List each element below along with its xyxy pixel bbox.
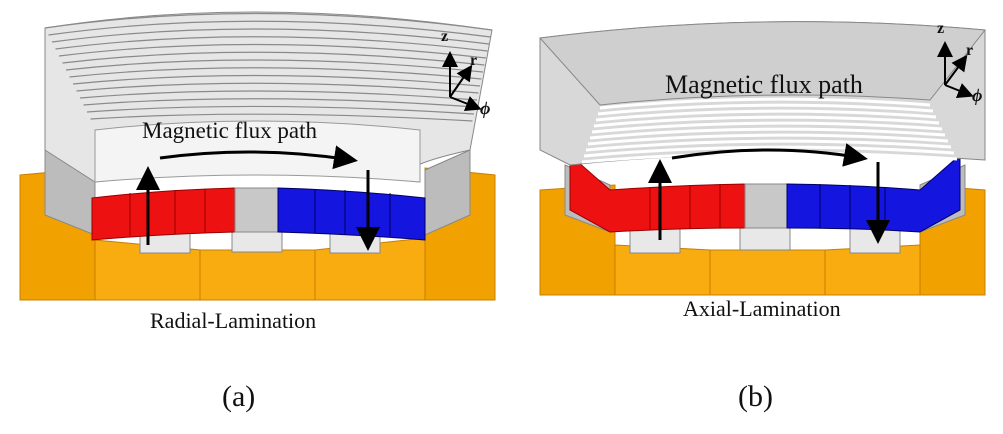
lamination-sheet-edge — [589, 127, 946, 140]
lamination-sheet-edge — [58, 43, 487, 59]
lamination-sheet-edge — [62, 51, 485, 66]
axis-z-label: z — [937, 20, 945, 37]
coordinate-axes-icon — [442, 51, 482, 112]
lamination-sheet-edge — [595, 109, 937, 122]
flux-arrows — [648, 143, 890, 244]
panel-b-caption: (b) — [738, 380, 773, 413]
panel-a-diagram — [19, 11, 496, 301]
magnet-array — [91, 187, 426, 241]
lamination-sheet-edge — [51, 28, 490, 45]
axis-phi-label: ϕ — [972, 85, 983, 105]
lamination-sheet-edge — [76, 82, 479, 94]
panel-a-title: Radial-Lamination — [150, 308, 317, 333]
axis-r-label: r — [966, 42, 974, 59]
lamination-sheet-edge — [55, 36, 488, 52]
lamination-sheets — [581, 97, 958, 164]
lamination-sheet-edge — [83, 98, 476, 108]
lamination-sheet-edge — [72, 74, 481, 87]
lamination-sheet-edge — [583, 145, 955, 158]
lamination-sheet-edge — [44, 12, 493, 31]
panel-b-title: Axial-Lamination — [683, 296, 841, 321]
axis-r-label: r — [470, 52, 478, 69]
flux-label-a: Magnetic flux path — [142, 118, 318, 143]
lamination-sheet-edge — [65, 59, 484, 73]
panel-a-caption: (a) — [222, 380, 256, 413]
lamination-sheet-edge — [593, 115, 940, 128]
lamination-sheet-edge — [597, 103, 934, 116]
axial-laminated-core — [538, 21, 986, 166]
panel-b-diagram — [538, 21, 986, 296]
core-top-face — [538, 21, 986, 106]
lamination-sheet-edge — [86, 105, 475, 115]
magnet-array — [569, 153, 961, 233]
coordinate-axes-icon — [937, 41, 974, 98]
flux-arrows — [136, 145, 380, 251]
radial-laminated-core — [44, 11, 493, 183]
lamination-sheet-edge — [48, 20, 491, 38]
lamination-sheet-edge — [581, 151, 958, 164]
lamination-sheet-edge — [79, 90, 478, 101]
lamination-sheets — [44, 12, 493, 122]
lamination-sheet-edge — [69, 67, 482, 80]
lamination-sheet-edge — [591, 121, 943, 134]
lamination-sheet-edge — [587, 133, 949, 146]
lamination-sheet-edge — [585, 139, 952, 152]
flux-label-b: Magnetic flux path — [665, 70, 863, 99]
lamination-sheet-edge — [90, 113, 473, 122]
axis-z-label: z — [441, 28, 449, 45]
axis-phi-label: ϕ — [480, 98, 491, 118]
lamination-sheet-edge — [599, 97, 931, 110]
